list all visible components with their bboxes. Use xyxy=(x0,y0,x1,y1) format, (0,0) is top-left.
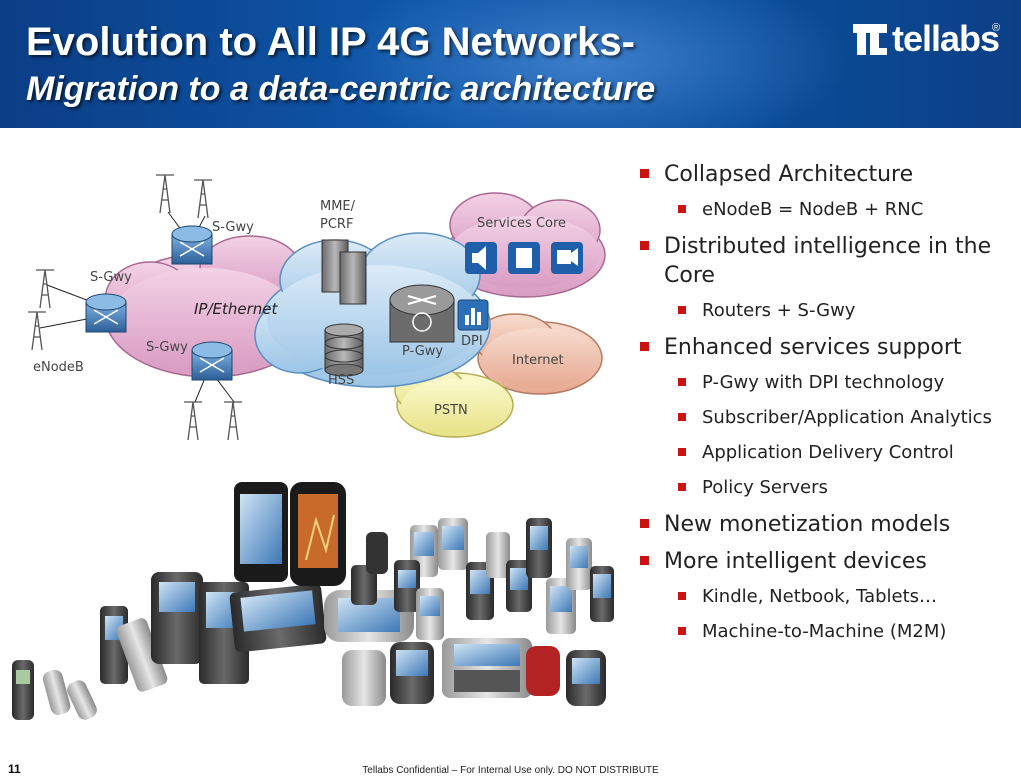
bullet-item: More intelligent devices xyxy=(638,547,1018,576)
internet-label: Internet xyxy=(512,353,564,368)
bullet-text: Policy Servers xyxy=(702,477,828,498)
bullet-text: Kindle, Netbook, Tablets… xyxy=(702,586,938,607)
bullet-item: New monetization models xyxy=(638,510,1018,539)
bullet-square-icon xyxy=(678,306,686,314)
bullet-text: Application Delivery Control xyxy=(702,442,954,463)
bullet-text: Enhanced services support xyxy=(664,335,962,360)
bullet-text: Distributed intelligence in the Core xyxy=(664,234,992,288)
bullet-square-icon xyxy=(678,592,686,600)
core-cloud xyxy=(254,232,491,388)
s-gwy-top-label: S-Gwy xyxy=(212,220,254,235)
mobile-devices-graphic xyxy=(12,482,614,720)
bullet-item: Distributed intelligence in the Core xyxy=(638,232,1018,290)
smartphones-group xyxy=(151,482,346,684)
enodeb-label: eNodeB xyxy=(33,360,84,375)
bullet-text: Subscriber/Application Analytics xyxy=(702,407,992,428)
tellabs-logo: tellabs ® xyxy=(852,18,1002,64)
page-number: 11 xyxy=(8,762,21,776)
service-core-icons xyxy=(465,242,583,274)
bullet-item: Enhanced services support xyxy=(638,333,1018,362)
bullet-square-icon xyxy=(640,556,649,565)
sub-bullet-item: Machine-to-Machine (M2M) xyxy=(638,619,1018,644)
s-gwy-bottom-label: S-Gwy xyxy=(146,340,188,355)
sub-bullet-item: Routers + S-Gwy xyxy=(638,298,1018,323)
cell-tower-icons xyxy=(28,174,242,441)
sub-bullet-item: Subscriber/Application Analytics xyxy=(638,405,1018,430)
bullet-square-icon xyxy=(678,205,686,213)
confidential-footer: Tellabs Confidential – For Internal Use … xyxy=(362,765,659,776)
p-gwy-router-icon xyxy=(389,284,455,343)
bullet-square-icon xyxy=(640,519,649,528)
bullet-text: Collapsed Architecture xyxy=(664,162,914,187)
logo-wordmark: tellabs xyxy=(892,18,1000,59)
sub-bullet-item: eNodeB = NodeB + RNC xyxy=(638,197,1018,222)
bullet-text: More intelligent devices xyxy=(664,549,927,574)
server-icons xyxy=(321,239,367,305)
tellabs-logo-icon xyxy=(853,24,887,55)
ip-ethernet-label: IP/Ethernet xyxy=(194,300,278,318)
slide-title: Evolution to All IP 4G Networks- xyxy=(26,20,635,64)
internet-cloud xyxy=(474,313,603,395)
p-gwy-label: P-Gwy xyxy=(402,344,444,359)
bullet-list: Collapsed Architecture eNodeB = NodeB + … xyxy=(638,160,1018,654)
tower-links xyxy=(39,211,235,403)
bullet-item: Collapsed Architecture xyxy=(638,160,1018,189)
registered-mark: ® xyxy=(992,22,1001,34)
sub-bullet-item: P-Gwy with DPI technology xyxy=(638,370,1018,395)
bullet-square-icon xyxy=(678,483,686,491)
title-banner: Evolution to All IP 4G Networks- Migrati… xyxy=(0,0,1021,128)
bullet-square-icon xyxy=(678,627,686,635)
hss-label: HSS xyxy=(328,373,355,388)
bullet-text: Routers + S-Gwy xyxy=(702,300,856,321)
mme-pcrf-label: MME/ PCRF xyxy=(320,199,356,232)
phone-crowd xyxy=(324,518,614,706)
sub-bullet-item: Policy Servers xyxy=(638,475,1018,500)
s-gwy-left-label: S-Gwy xyxy=(90,270,132,285)
slide-subtitle: Migration to a data-centric architecture xyxy=(26,70,656,108)
bullet-text: New monetization models xyxy=(664,512,951,537)
bullet-text: eNodeB = NodeB + RNC xyxy=(702,199,924,220)
pstn-label: PSTN xyxy=(434,403,468,418)
sub-bullet-item: Application Delivery Control xyxy=(638,440,1018,465)
database-icon xyxy=(324,323,364,377)
dpi-label: DPI xyxy=(461,334,483,349)
router-icons xyxy=(85,225,233,381)
bullet-square-icon xyxy=(640,169,649,178)
services-core-label: Services Core xyxy=(477,216,567,231)
sub-bullet-item: Kindle, Netbook, Tablets… xyxy=(638,584,1018,609)
bullet-square-icon xyxy=(678,413,686,421)
bullet-square-icon xyxy=(640,241,649,250)
dpi-icon xyxy=(457,299,489,331)
bullet-text: Machine-to-Machine (M2M) xyxy=(702,621,947,642)
bullet-square-icon xyxy=(640,342,649,351)
mobile-devices-image xyxy=(6,470,616,730)
bullet-square-icon xyxy=(678,448,686,456)
legacy-phones xyxy=(12,606,168,720)
bullet-text: P-Gwy with DPI technology xyxy=(702,372,945,393)
network-diagram-graphic xyxy=(28,174,606,441)
banner-glow xyxy=(330,0,850,128)
network-diagram: S-Gwy S-Gwy S-Gwy eNodeB IP/Ethernet MME… xyxy=(0,140,620,460)
bullet-square-icon xyxy=(678,378,686,386)
